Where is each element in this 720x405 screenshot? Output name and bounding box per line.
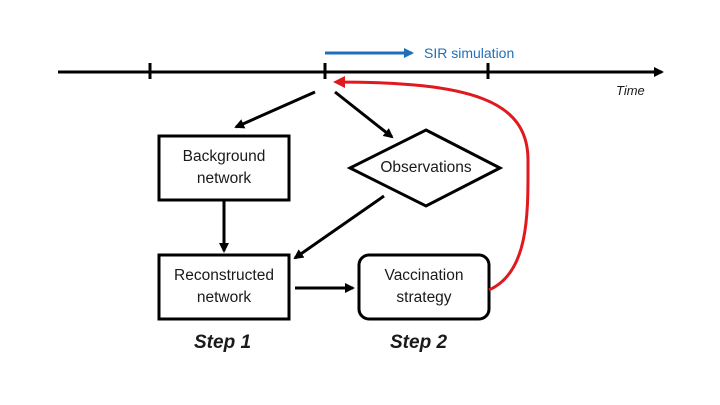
feedback-arrow [333,76,530,292]
vaccination-strategy-label: Vaccination strategy [360,265,488,309]
observations-diamond [346,128,504,208]
background-network-line1: Background [182,148,266,165]
reconstructed-network-line2: network [196,289,252,306]
arrow-to-observations [334,90,394,139]
vaccination-strategy-line2: strategy [396,289,452,306]
sir-simulation-label: SIR simulation [424,45,515,61]
vaccination-strategy-box [357,253,491,321]
observations-label: Observations [380,159,472,176]
background-network-box [157,134,291,202]
arrow-to-background [234,90,316,129]
reconstructed-network-line1: Reconstructed [174,267,274,284]
reconstructed-network-label: Reconstructed network [160,265,288,309]
time-axis-label: Time [616,83,645,98]
step-2-label: Step 2 [390,332,448,353]
step-1-label: Step 1 [194,332,252,353]
vaccination-strategy-line1: Vaccination [384,267,464,284]
arrow-observations-to-reconstructed [293,194,385,260]
background-network-label: Background network [160,146,288,190]
reconstructed-network-box [157,253,291,321]
background-network-line2: network [196,170,252,187]
